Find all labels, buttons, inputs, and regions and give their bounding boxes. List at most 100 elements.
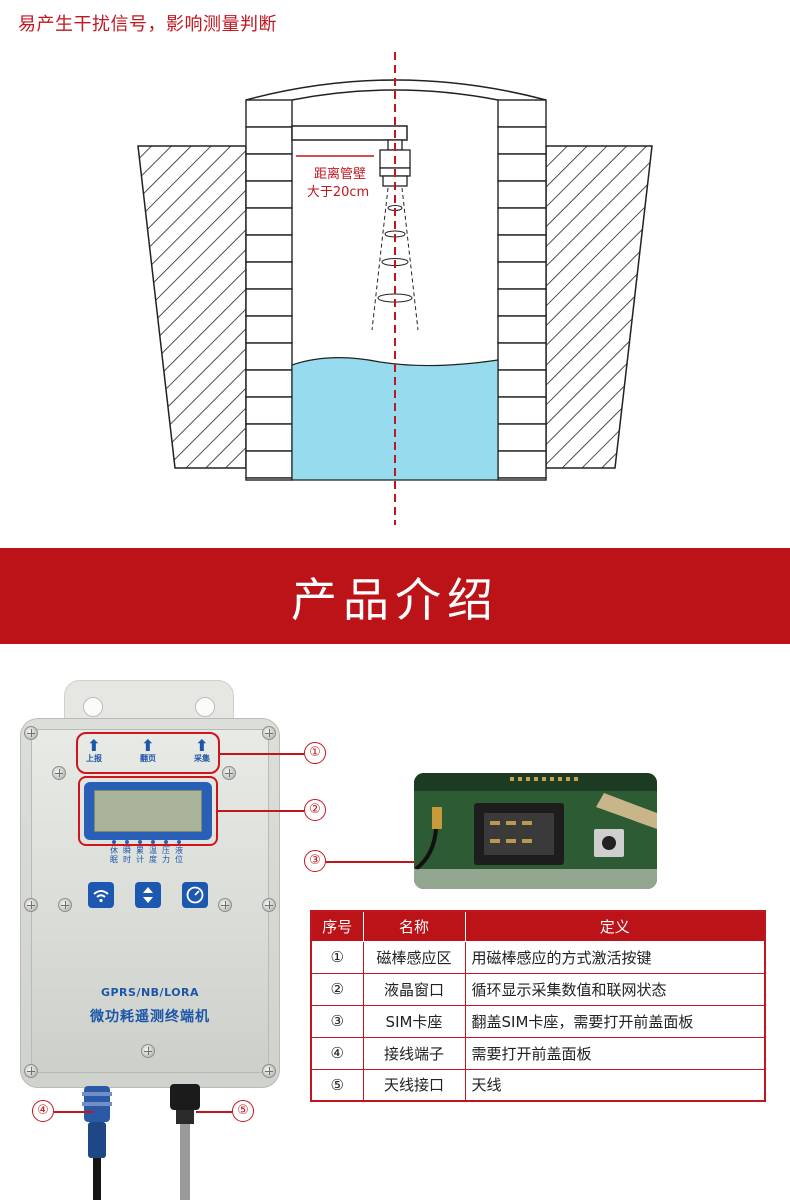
- row-definition: 循环显示采集数值和联网状态: [464, 972, 766, 1006]
- mounting-hole: [195, 697, 215, 717]
- table-row: ⑤ 天线接口 天线: [310, 1068, 766, 1102]
- key-label: 翻页: [140, 754, 156, 763]
- magnetic-key-report[interactable]: ⬆ 上报: [74, 738, 114, 764]
- up-down-icon: [143, 887, 153, 903]
- well-installation-diagram: 距离管壁 大于20cm: [137, 52, 653, 525]
- table-row: ④ 接线端子 需要打开前盖面板: [310, 1036, 766, 1070]
- brick: [245, 477, 293, 481]
- brick: [497, 369, 547, 398]
- indicator-led: [164, 840, 168, 844]
- table-row: ① 磁棒感应区 用磁棒感应的方式激活按键: [310, 940, 766, 974]
- brick: [245, 207, 293, 236]
- brick: [497, 180, 547, 209]
- indicator-led: [112, 840, 116, 844]
- indicator-label: 压力: [162, 846, 170, 864]
- brick: [245, 423, 293, 452]
- table-row: ② 液晶窗口 循环显示采集数值和联网状态: [310, 972, 766, 1006]
- brick: [497, 99, 547, 128]
- screw-icon: [262, 898, 276, 912]
- lcd-window: [84, 782, 212, 840]
- callout-line-3: [326, 861, 414, 863]
- brick: [245, 126, 293, 155]
- brick: [245, 99, 293, 128]
- arrow-up-icon: ⬆: [87, 736, 101, 755]
- callout-5: ⑤: [232, 1100, 254, 1122]
- header-definition: 定义: [464, 910, 766, 942]
- callout-1: ①: [304, 742, 326, 764]
- callout-line-2: [218, 810, 304, 812]
- arrow-up-icon: ⬆: [195, 736, 209, 755]
- sim-slot-photo: [414, 773, 657, 889]
- row-name: 天线接口: [362, 1068, 466, 1102]
- interference-caption: 易产生干扰信号，影响测量判断: [18, 14, 277, 35]
- brick: [245, 396, 293, 425]
- component-definition-table: 序号 名称 定义 ① 磁棒感应区 用磁棒感应的方式激活按键 ② 液晶窗口 循环显…: [310, 910, 766, 1102]
- callout-3: ③: [304, 850, 326, 872]
- brick: [245, 450, 293, 479]
- callout-2: ②: [304, 799, 326, 821]
- row-name: 液晶窗口: [362, 972, 466, 1006]
- brick: [497, 153, 547, 182]
- screw-icon: [58, 898, 72, 912]
- wifi-button[interactable]: [88, 882, 114, 908]
- lcd-screen: [94, 790, 202, 832]
- key-label: 上报: [86, 754, 102, 763]
- status-indicators: 休眠 瞬时 累计 温度 压力 液位: [108, 840, 188, 870]
- table-row: ③ SIM卡座 翻盖SIM卡座，需要打开前盖面板: [310, 1004, 766, 1038]
- screw-icon: [24, 1064, 38, 1078]
- gauge-button[interactable]: [182, 882, 208, 908]
- brick: [497, 396, 547, 425]
- distance-label-line2: 大于20cm: [307, 185, 369, 200]
- brick: [245, 234, 293, 263]
- brick: [497, 207, 547, 236]
- indicator-led: [125, 840, 129, 844]
- screw-icon: [24, 726, 38, 740]
- device-model-text: GPRS/NB/LORA: [100, 986, 200, 999]
- table-header-row: 序号 名称 定义: [310, 910, 766, 942]
- brick: [497, 342, 547, 371]
- arrow-up-icon: ⬆: [141, 736, 155, 755]
- indicator-label: 累计: [136, 846, 144, 864]
- callout-line-5: [196, 1111, 232, 1113]
- indicator-led: [151, 840, 155, 844]
- indicator-led: [177, 840, 181, 844]
- callout-line-4: [54, 1111, 94, 1113]
- indicator-label: 温度: [149, 846, 157, 864]
- row-index: ②: [310, 972, 364, 1006]
- callout-line-1: [220, 753, 304, 755]
- brick: [497, 261, 547, 290]
- row-name: 磁棒感应区: [362, 940, 466, 974]
- row-name: 接线端子: [362, 1036, 466, 1070]
- page-button[interactable]: [135, 882, 161, 908]
- brick: [245, 369, 293, 398]
- screw-icon: [262, 1064, 276, 1078]
- row-name: SIM卡座: [362, 1004, 466, 1038]
- screw-icon: [52, 766, 66, 780]
- screw-icon: [222, 766, 236, 780]
- indicator-label: 瞬时: [123, 846, 131, 864]
- section-banner: 产品介绍: [0, 548, 790, 644]
- brick: [245, 180, 293, 209]
- brick-wall-right: [497, 99, 547, 481]
- brick: [245, 261, 293, 290]
- row-definition: 用磁棒感应的方式激活按键: [464, 940, 766, 974]
- magnetic-key-collect[interactable]: ⬆ 采集: [182, 738, 222, 764]
- screw-icon: [141, 1044, 155, 1058]
- row-index: ①: [310, 940, 364, 974]
- brick: [497, 423, 547, 452]
- brick: [497, 315, 547, 344]
- antenna-connector: [170, 1084, 200, 1200]
- magnetic-key-page[interactable]: ⬆ 翻页: [128, 738, 168, 764]
- terminal-connector: [82, 1086, 112, 1200]
- row-definition: 翻盖SIM卡座，需要打开前盖面板: [464, 1004, 766, 1038]
- header-index: 序号: [310, 910, 364, 942]
- brick: [497, 126, 547, 155]
- sensor-bracket: [291, 125, 408, 141]
- key-label: 采集: [194, 754, 210, 763]
- brick: [497, 288, 547, 317]
- soil-right: [545, 145, 653, 469]
- highlight-magnetic-area: [76, 732, 220, 774]
- indicator-led: [138, 840, 142, 844]
- brick: [245, 315, 293, 344]
- mounting-hole: [83, 697, 103, 717]
